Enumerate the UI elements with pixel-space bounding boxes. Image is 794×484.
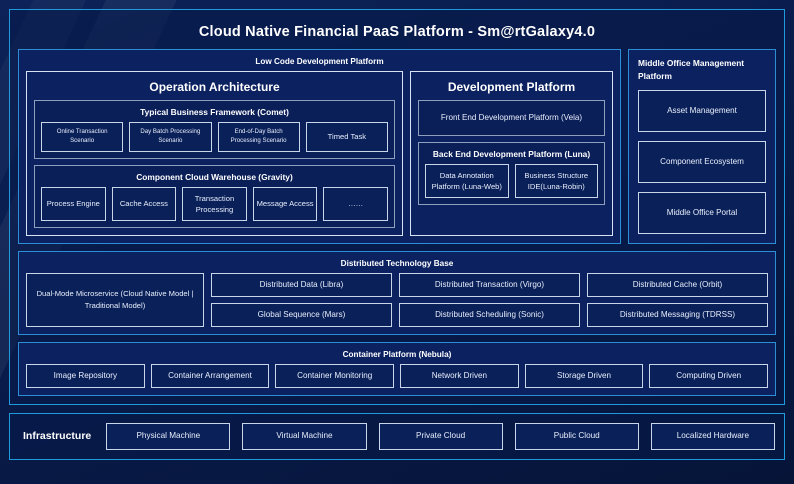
chip-component-ecosystem[interactable]: Component Ecosystem [638, 141, 766, 183]
chip-data-annotation-platform[interactable]: Data Annotation Platform (Luna-Web) [425, 164, 509, 198]
distributed-technology-base-title: Distributed Technology Base [340, 258, 454, 268]
chip-physical-machine[interactable]: Physical Machine [106, 422, 231, 450]
chip-asset-management[interactable]: Asset Management [638, 90, 766, 133]
chip-localized-hardware[interactable]: Localized Hardware [650, 422, 775, 450]
chip-container-arrangement[interactable]: Container Arrangement [150, 363, 270, 388]
infrastructure-panel: Infrastructure Physical Machine Virtual … [9, 412, 785, 460]
chip-end-of-day-batch-processing-scenario[interactable]: End-of-Day Batch Processing Scenario [217, 122, 300, 152]
middle-office-title: Middle Office Management Platform [638, 58, 745, 81]
dtb-column-three: Distributed Transaction (Virgo) Distribu… [399, 272, 580, 327]
chip-business-structure-ide[interactable]: Business Structure IDE(Luna-Robin) [514, 164, 598, 198]
operation-architecture-title: Operation Architecture [149, 80, 280, 94]
chip-middle-office-portal[interactable]: Middle Office Portal [638, 191, 766, 234]
chip-global-sequence[interactable]: Global Sequence (Mars) [211, 302, 392, 327]
chip-message-access[interactable]: Message Access [252, 186, 318, 221]
chip-distributed-messaging[interactable]: Distributed Messaging (TDRSS) [587, 302, 768, 327]
chip-distributed-scheduling[interactable]: Distributed Scheduling (Sonic) [399, 302, 580, 327]
back-end-development-platform-title: Back End Development Platform (Luna) [432, 149, 591, 159]
dtb-column-two: Distributed Data (Libra) Global Sequence… [211, 272, 392, 327]
typical-business-framework-title: Typical Business Framework (Comet) [140, 107, 289, 117]
middle-office-management-platform-panel: Middle Office Management Platform Asset … [628, 49, 776, 244]
page-title: Cloud Native Financial PaaS Platform - S… [198, 24, 596, 40]
chip-cache-access[interactable]: Cache Access [111, 186, 177, 221]
chip-computing-driven[interactable]: Computing Driven [649, 363, 769, 388]
development-platform-panel: Development Platform Front End Developme… [410, 71, 613, 236]
chip-distributed-cache[interactable]: Distributed Cache (Orbit) [587, 272, 768, 297]
chip-front-end-development-platform[interactable]: Front End Development Platform (Vela) [440, 113, 583, 123]
container-platform-items: Image Repository Container Arrangement C… [26, 363, 769, 388]
dtb-column-four: Distributed Cache (Orbit) Distributed Me… [587, 272, 768, 327]
operation-architecture-panel: Operation Architecture Typical Business … [26, 71, 403, 236]
chip-network-driven[interactable]: Network Driven [400, 363, 519, 388]
distributed-technology-base-panel: Distributed Technology Base Dual-Mode Mi… [18, 250, 776, 335]
low-code-platform-title: Low Code Development Platform [255, 57, 384, 66]
chip-image-repository[interactable]: Image Repository [26, 363, 145, 388]
chip-online-transaction-scenario[interactable]: Online Transaction Scenario [41, 122, 124, 152]
chip-timed-task[interactable]: Timed Task [305, 122, 388, 152]
infrastructure-label: Infrastructure [23, 430, 92, 443]
chip-day-batch-processing-scenario[interactable]: Day Batch Processing Scenario [129, 122, 212, 152]
chip-distributed-data[interactable]: Distributed Data (Libra) [211, 272, 392, 297]
container-platform-panel: Container Platform (Nebula) Image Reposi… [18, 341, 776, 396]
component-cloud-warehouse-group: Component Cloud Warehouse (Gravity) Proc… [34, 164, 395, 228]
chip-virtual-machine[interactable]: Virtual Machine [242, 422, 367, 450]
chip-process-engine[interactable]: Process Engine [41, 186, 106, 221]
back-end-development-platform-group: Back End Development Platform (Luna) Dat… [418, 142, 605, 205]
chip-distributed-transaction[interactable]: Distributed Transaction (Virgo) [399, 272, 580, 297]
top-row: Low Code Development Platform Operation … [18, 49, 776, 244]
infrastructure-items: Physical Machine Virtual Machine Private… [106, 422, 775, 450]
chip-more-ellipsis[interactable]: …… [323, 186, 388, 221]
chip-container-monitoring[interactable]: Container Monitoring [275, 363, 395, 388]
dtb-column-one: Dual-Mode Microservice (Cloud Native Mod… [26, 272, 204, 327]
chip-private-cloud[interactable]: Private Cloud [378, 422, 503, 450]
platform-outer-frame: Cloud Native Financial PaaS Platform - S… [9, 9, 785, 405]
development-platform-title: Development Platform [447, 80, 576, 94]
front-end-group: Front End Development Platform (Vela) [418, 100, 605, 136]
low-code-development-platform-panel: Low Code Development Platform Operation … [18, 49, 621, 244]
chip-transaction-processing[interactable]: Transaction Processing [182, 186, 247, 221]
typical-business-framework-group: Typical Business Framework (Comet) Onlin… [34, 100, 395, 159]
chip-storage-driven[interactable]: Storage Driven [524, 363, 644, 388]
chip-dual-mode-microservice[interactable]: Dual-Mode Microservice (Cloud Native Mod… [26, 272, 204, 327]
chip-public-cloud[interactable]: Public Cloud [514, 422, 639, 450]
container-platform-title: Container Platform (Nebula) [342, 349, 452, 359]
component-cloud-warehouse-title: Component Cloud Warehouse (Gravity) [136, 171, 293, 182]
